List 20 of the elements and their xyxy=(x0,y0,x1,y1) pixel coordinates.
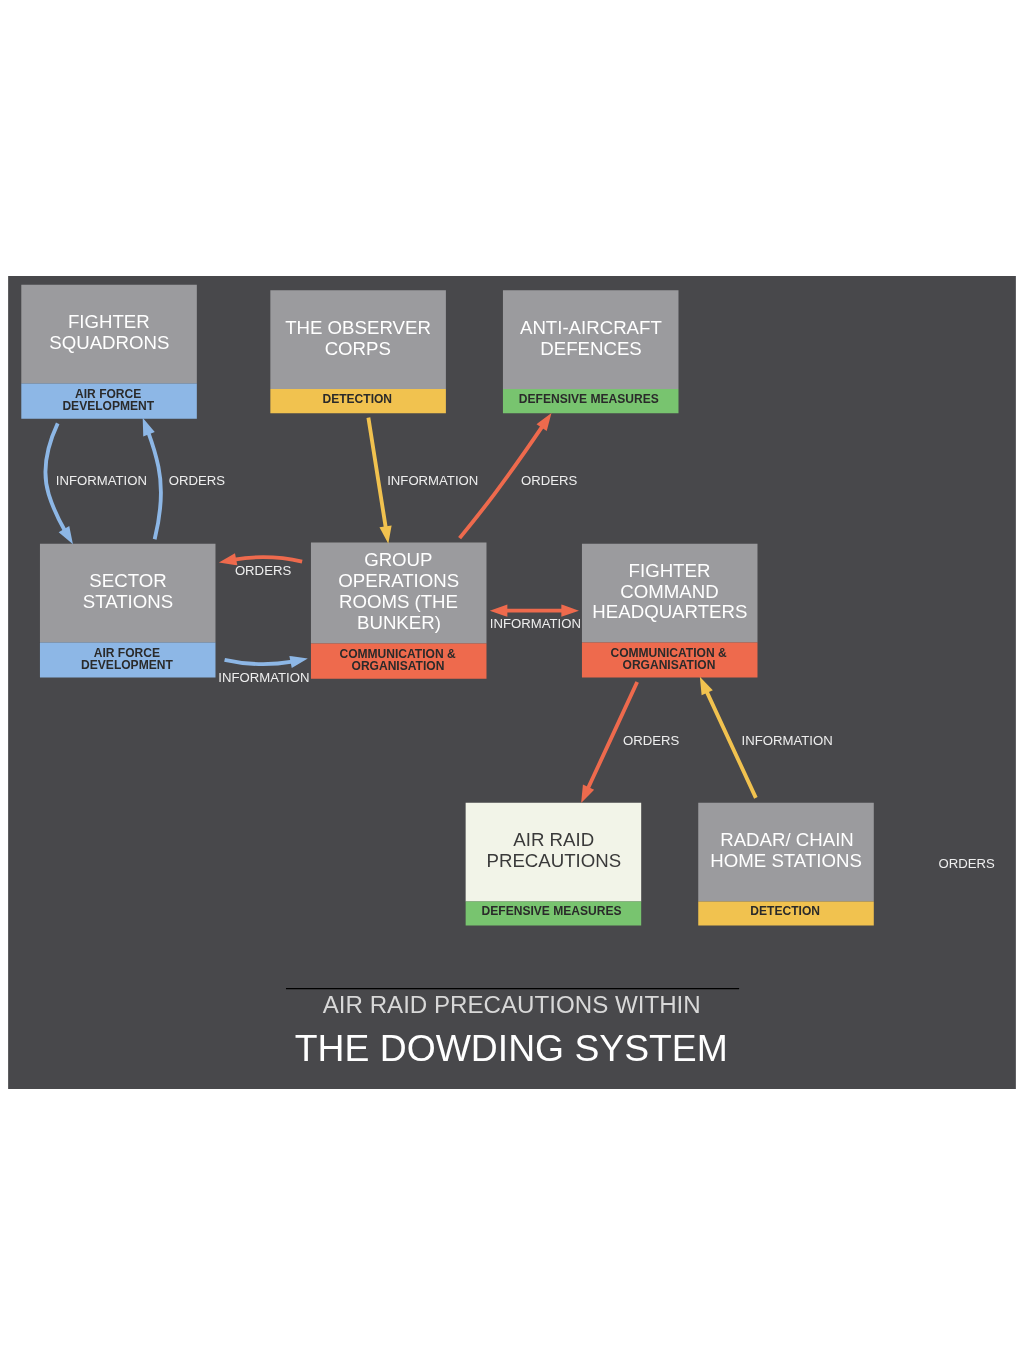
arrow xyxy=(699,676,758,799)
edge-label: ORDERS xyxy=(521,472,578,488)
arrow xyxy=(366,417,392,544)
arrow xyxy=(218,553,303,566)
arrow xyxy=(581,681,639,804)
edge-label: INFORMATION xyxy=(387,472,479,488)
edge-label: INFORMATION xyxy=(55,472,147,488)
arrow xyxy=(458,413,552,540)
arrow xyxy=(142,417,163,540)
edge-label: INFORMATION xyxy=(218,669,310,685)
arrow xyxy=(489,604,579,617)
diagram-title: AIR RAID PRECAUTIONS WITHIN THE DOWDING SYSTEM xyxy=(294,991,728,1070)
label: ORDERS xyxy=(938,856,995,872)
edge-label: INFORMATION xyxy=(489,616,581,632)
arrow xyxy=(43,422,73,545)
edge-label: ORDERS xyxy=(168,472,226,488)
edge-label: ORDERS xyxy=(623,732,680,748)
arrow xyxy=(224,655,308,669)
edge-label: INFORMATION xyxy=(741,732,833,748)
edge-label: ORDERS xyxy=(234,562,292,578)
